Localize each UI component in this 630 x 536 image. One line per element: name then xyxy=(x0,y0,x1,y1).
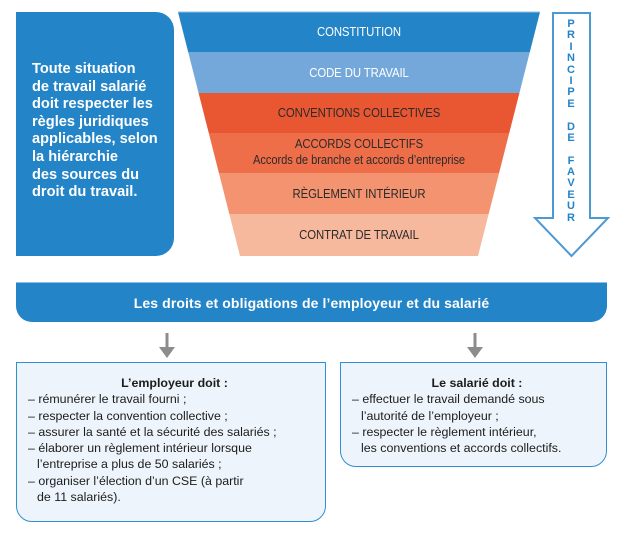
employer-duty-item: – respecter la convention collective ; xyxy=(28,408,228,423)
intro-line: la hiérarchie xyxy=(32,148,118,165)
employee-duties-box: Le salarié doit : – effectuer le travail… xyxy=(340,362,607,467)
principle-letter: R xyxy=(567,211,575,224)
intro-line: doit respecter les xyxy=(32,96,153,113)
principle-letter: E xyxy=(567,188,575,201)
principle-letter: A xyxy=(567,166,575,179)
principle-letter: U xyxy=(567,200,575,213)
principle-letter: P xyxy=(567,18,575,30)
intro-line: des sources du xyxy=(32,166,140,183)
principle-down-arrow-icon xyxy=(532,12,611,258)
band-constitution xyxy=(178,12,540,52)
principle-letter: E xyxy=(567,97,575,110)
principle-letter: P xyxy=(567,86,575,99)
principle-letter: I xyxy=(569,40,573,53)
principle-letter: V xyxy=(567,177,575,190)
banner-title: Les droits et obligations de l’employeur… xyxy=(133,294,490,311)
level-code-du-travail: CODE DU TRAVAIL xyxy=(309,64,409,80)
principle-letter: I xyxy=(569,74,573,87)
level-contrat-de-travail: CONTRAT DE TRAVAIL xyxy=(299,227,419,242)
principle-letter: N xyxy=(567,52,575,65)
level-accords-collectifs-sub: Accords de branche et accords d’entrepri… xyxy=(252,152,466,167)
employee-duties-title: Le salarié doit : xyxy=(431,376,523,390)
down-arrow-icon xyxy=(159,333,175,358)
principle-letter xyxy=(560,144,582,155)
principle-letter xyxy=(560,110,582,121)
intro-line: Toute situation xyxy=(32,61,136,77)
rights-obligations-banner: Les droits et obligations de l’employeur… xyxy=(16,282,607,322)
intro-line: droit du travail. xyxy=(32,184,138,201)
employer-duties-title: L’employeur doit : xyxy=(121,376,228,390)
principle-letter: F xyxy=(567,154,575,167)
band-conventions-collectives xyxy=(198,93,520,133)
hierarchy-funnel xyxy=(178,11,540,256)
employer-duty-item: – organiser l’élection d’un CSE (à parti… xyxy=(28,473,244,505)
level-reglement-interieur: RÈGLEMENT INTÉRIEUR xyxy=(292,185,426,201)
level-conventions-collectives: CONVENTIONS COLLECTIVES xyxy=(277,105,441,120)
band-accords-collectifs xyxy=(208,133,510,173)
band-contrat-de-travail xyxy=(229,214,489,256)
hierarchy-labels: CONSTITUTION CODE DU TRAVAIL CONVENTIONS… xyxy=(205,24,513,242)
band-code-du-travail xyxy=(188,52,530,93)
principle-letter: R xyxy=(567,29,575,42)
principle-letter: C xyxy=(567,63,575,76)
intro-line: règles juridiques xyxy=(32,113,149,130)
down-arrow-icon xyxy=(467,333,483,358)
intro-box: Toute situation de travail salarié doit … xyxy=(16,12,174,256)
principle-letter: E xyxy=(567,131,575,144)
intro-line: applicables, selon xyxy=(32,131,158,148)
level-constitution: CONSTITUTION xyxy=(316,24,402,39)
employer-duty-item: – assurer la santé et la sécurité des sa… xyxy=(28,424,277,439)
employee-duty-item: – respecter le règlement intérieur,les c… xyxy=(352,424,562,456)
intro-line: de travail salarié xyxy=(32,78,147,95)
principle-letter: D xyxy=(567,120,575,133)
employer-duties-box: L’employeur doit : – rémunérer le travai… xyxy=(16,362,326,522)
employer-duty-item: – rémunérer le travail fourni ; xyxy=(28,392,187,407)
employer-duty-item: – élaborer un règlement intérieur lorsqu… xyxy=(28,441,252,472)
band-reglement-interieur xyxy=(218,173,500,214)
